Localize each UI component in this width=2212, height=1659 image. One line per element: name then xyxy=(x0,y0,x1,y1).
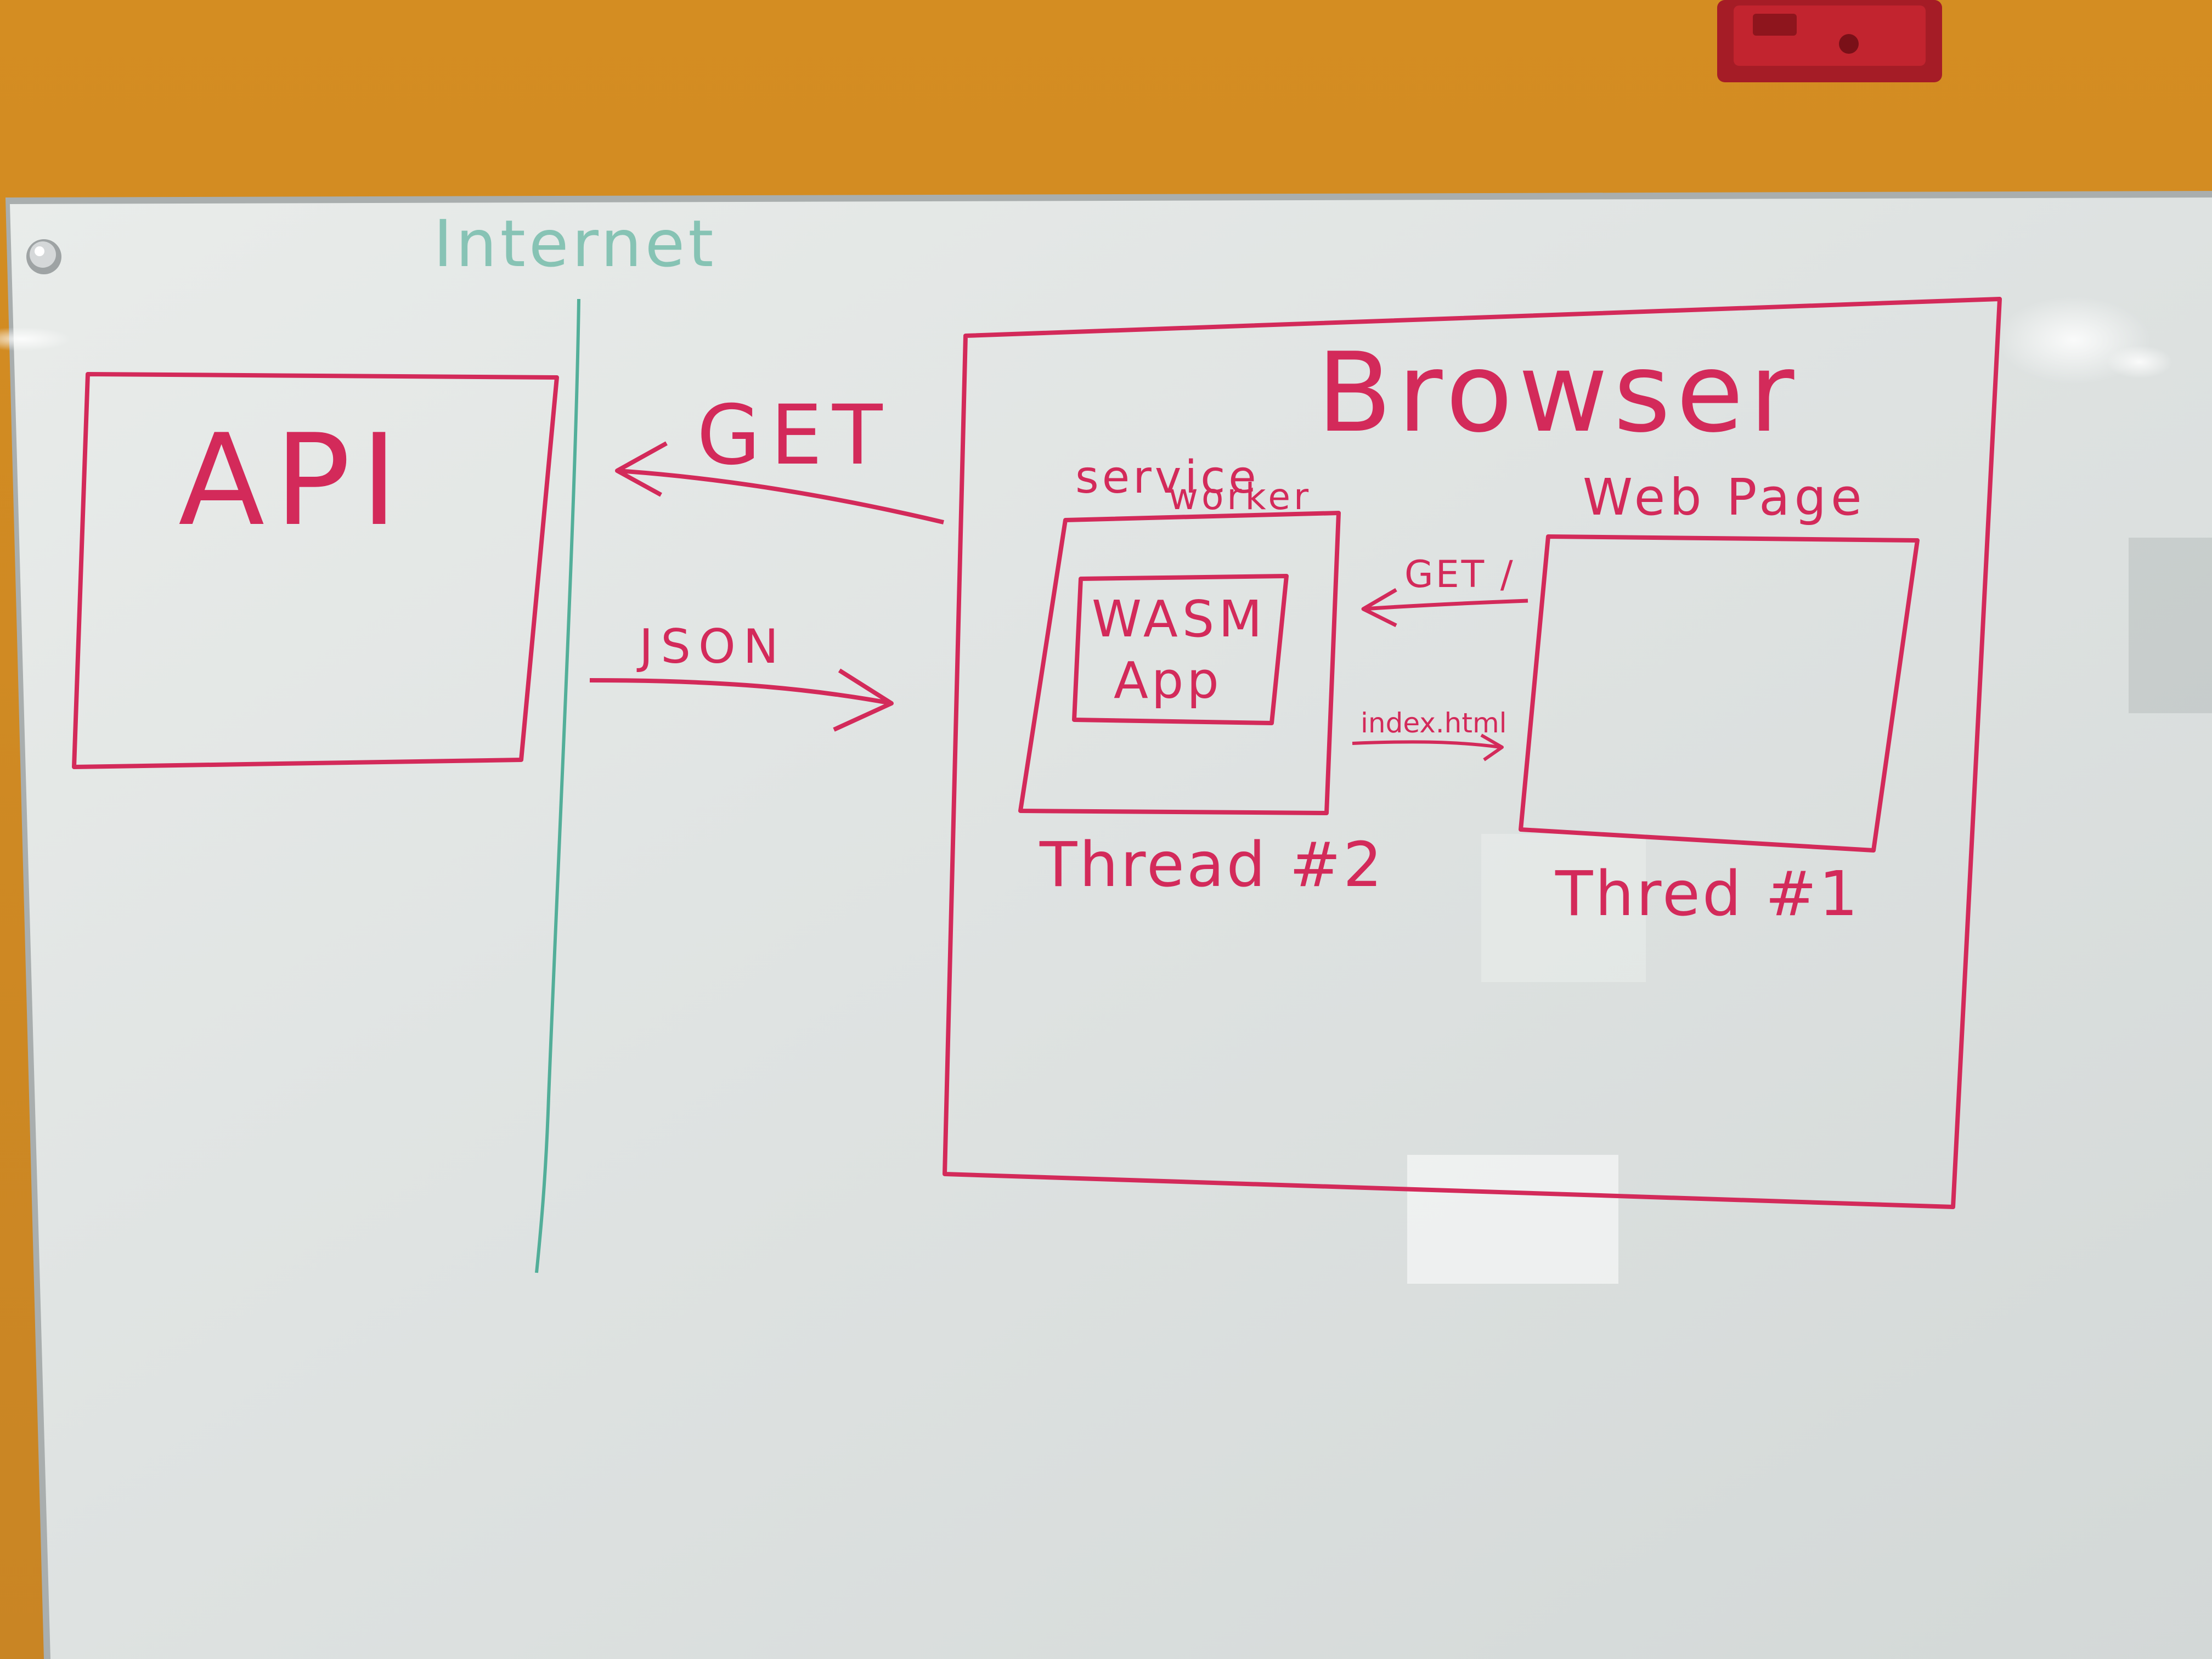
internet-divider: Internet xyxy=(433,206,717,1273)
wasm-app-box: WASM App xyxy=(1072,574,1289,725)
get-inner-label: GET / xyxy=(1404,553,1515,596)
web-page-label: Web Page xyxy=(1583,468,1866,527)
json-response-arrow: JSON xyxy=(589,619,894,732)
service-worker-label-line2: worker xyxy=(1169,476,1312,518)
json-label: JSON xyxy=(636,619,786,674)
wasm-label: WASM xyxy=(1092,590,1267,648)
thread1-label: Thred #1 xyxy=(1555,859,1860,930)
app-label: App xyxy=(1114,651,1222,710)
browser-box: Browser xyxy=(943,297,2002,1209)
get-outbound-label: GET xyxy=(697,388,893,483)
whiteboard xyxy=(0,191,2212,1659)
get-request-arrow: GET xyxy=(615,388,944,524)
thread2-label: Thread #2 xyxy=(1039,830,1384,901)
index-html-arrow: index.html xyxy=(1352,707,1507,761)
api-box: API xyxy=(72,372,559,769)
index-html-label: index.html xyxy=(1361,707,1507,739)
service-worker-box: service worker xyxy=(1018,452,1341,815)
browser-label: Browser xyxy=(1317,329,1799,457)
web-page-box: Web Page xyxy=(1519,468,1920,853)
get-index-arrow: GET / xyxy=(1361,553,1528,628)
fire-alarm-icon xyxy=(1717,0,1942,82)
board-mount-icon xyxy=(26,239,61,274)
internet-label: Internet xyxy=(433,206,717,281)
api-label: API xyxy=(178,408,408,554)
service-worker-label-line1: service xyxy=(1075,452,1260,504)
